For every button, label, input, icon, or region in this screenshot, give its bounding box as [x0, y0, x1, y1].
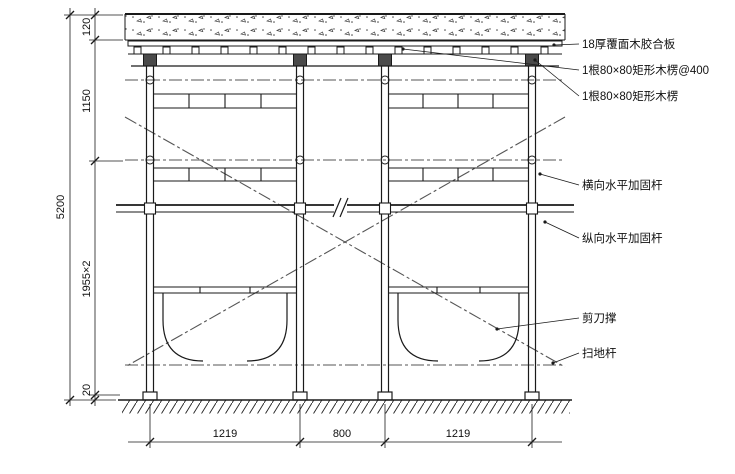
annotation-labels: 18厚覆面木胶合板 1根80×80矩形木楞@400 1根80×80矩形木楞 横向… — [582, 37, 709, 360]
frame-arc-braces — [162, 293, 520, 362]
label-joist: 1根80×80矩形木楞 — [582, 89, 678, 103]
label-longitudinal-brace: 纵向水平加固杆 — [582, 231, 663, 245]
coupler-circles — [145, 75, 537, 165]
dim-frame-tiers: 1955×2 — [81, 260, 93, 297]
centerlines — [125, 79, 565, 366]
label-plywood: 18厚覆面木胶合板 — [582, 37, 676, 51]
label-transverse-brace: 横向水平加固杆 — [582, 178, 663, 192]
plywood-panel — [127, 40, 563, 47]
ground — [118, 391, 572, 414]
label-scissor-brace: 剪刀撑 — [582, 311, 617, 325]
label-sweep-bar: 扫地杆 — [582, 346, 617, 360]
dim-slab-thickness: 120 — [81, 18, 93, 36]
wood-joists — [128, 46, 562, 55]
dim-right-bay: 1219 — [446, 428, 470, 440]
dim-overall-height: 5200 — [55, 195, 67, 219]
label-joist-400: 1根80×80矩形木楞@400 — [582, 63, 709, 77]
concrete-slab — [124, 13, 566, 41]
dim-base: 20 — [81, 384, 93, 396]
leader-lines — [402, 43, 580, 364]
post-joist-blocks — [143, 53, 539, 67]
dim-left-bay: 1219 — [213, 428, 237, 440]
frame-cross-members — [153, 93, 529, 294]
leader-dots — [401, 43, 556, 365]
bottom-dimensions: 1219 800 1219 — [128, 404, 562, 448]
scissor-braces — [124, 116, 566, 368]
scaffold-posts — [145, 66, 537, 393]
dim-upper-section: 1150 — [81, 89, 93, 113]
left-dimensions: 120 1150 1955×2 20 5200 — [55, 8, 123, 406]
dim-middle-bay: 800 — [333, 428, 351, 440]
break-symbol — [332, 197, 349, 218]
